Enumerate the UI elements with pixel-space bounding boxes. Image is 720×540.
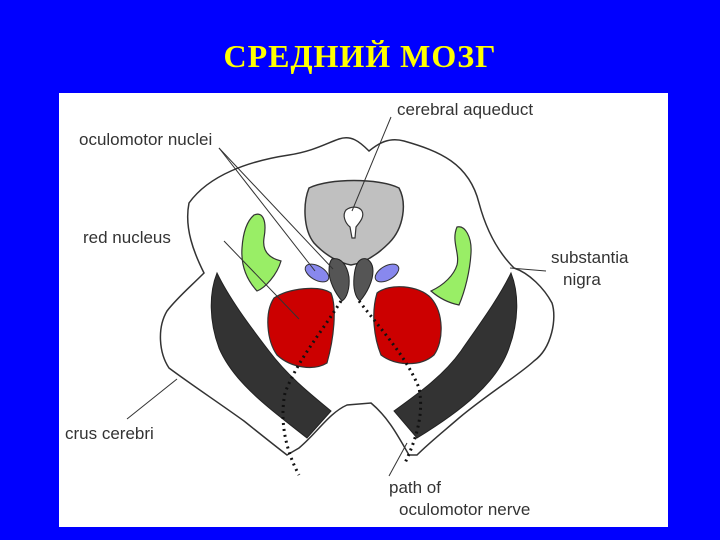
oculomotor-nucleus-left (328, 258, 350, 302)
label-crus-cerebri: crus cerebri (65, 424, 154, 443)
leader-crus-cerebri (126, 378, 178, 420)
oculomotor-nucleus-lateral-left (304, 263, 330, 283)
oculomotor-nucleus-right (353, 258, 374, 302)
oculomotor-nucleus-lateral-right (374, 263, 400, 283)
label-red-nucleus: red nucleus (83, 228, 171, 247)
red-nucleus-right (373, 286, 442, 365)
slide-title: СРЕДНИЙ МОЗГ (223, 38, 497, 74)
label-substantia-nigra-line2: nigra (563, 270, 601, 289)
label-substantia-nigra-line1: substantia (551, 248, 629, 267)
label-path-of-line1: path of (389, 478, 441, 497)
leader-red-nucleus (223, 240, 300, 320)
midbrain-diagram: cerebral aqueduct oculomotor nuclei red … (65, 100, 629, 519)
leader-cerebral-aqueduct (351, 116, 392, 212)
aqueduct-lumen (343, 206, 364, 239)
midbrain-outline (159, 137, 555, 456)
red-nucleus-left (267, 287, 335, 369)
leader-oculomotor-nuclei-1 (218, 147, 334, 270)
diagram-panel: cerebral aqueduct oculomotor nuclei red … (59, 93, 668, 527)
crus-cerebri-right (393, 271, 518, 439)
label-cerebral-aqueduct: cerebral aqueduct (397, 100, 533, 119)
leader-substantia-nigra (509, 267, 547, 272)
substantia-nigra-right (429, 226, 472, 306)
label-path-of-line2: oculomotor nerve (399, 500, 530, 519)
crus-cerebri-left (210, 271, 332, 439)
leader-oculomotor-nuclei-2 (218, 147, 316, 272)
leader-path-of-oculomotor-nerve (388, 442, 408, 477)
substantia-nigra-left (241, 213, 282, 292)
label-oculomotor-nuclei: oculomotor nuclei (79, 130, 212, 149)
